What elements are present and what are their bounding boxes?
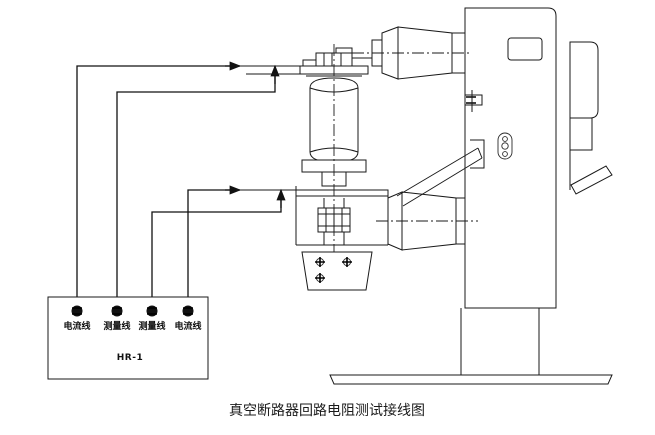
wire-route-current-upper (76, 61, 242, 297)
nameplate (497, 132, 513, 160)
wire-route-measure-upper (116, 64, 280, 297)
terminal-label-4: 电流线 (174, 320, 201, 332)
lower-contact-assembly (236, 186, 389, 291)
breaker-base (329, 308, 613, 385)
breaker-cabinet (464, 7, 613, 309)
cabinet-bracket (465, 90, 483, 112)
terminal-post-4[interactable] (182, 305, 194, 317)
instrument-model-label: HR-1 (117, 353, 143, 363)
bolt-3 (315, 273, 325, 283)
terminal-label-2: 测量线 (103, 320, 130, 332)
cabinet-side-box (569, 41, 599, 190)
vacuum-interrupter (246, 44, 369, 290)
terminal-post-2[interactable] (111, 305, 123, 317)
lower-terminal-bushing (376, 191, 478, 251)
terminal-post-3[interactable] (146, 305, 158, 317)
bolt-2 (342, 257, 352, 267)
operating-lever[interactable] (570, 165, 613, 195)
bolt-1 (315, 257, 325, 267)
terminal-label-1: 电流线 (63, 320, 90, 332)
wire-route-current-lower (187, 185, 242, 297)
figure-caption: 真空断路器回路电阻测试接线图 (229, 402, 425, 419)
terminal-post-1[interactable] (71, 305, 83, 317)
wire-route-measure-lower (151, 188, 286, 297)
insulating-pull-rods (396, 139, 485, 207)
control-panel[interactable] (507, 37, 543, 61)
upper-terminal-bushing (352, 26, 470, 80)
terminal-label-3: 测量线 (138, 320, 165, 332)
instrument-box[interactable]: 电流线 测量线 测量线 电流线 HR-1 (47, 296, 209, 380)
